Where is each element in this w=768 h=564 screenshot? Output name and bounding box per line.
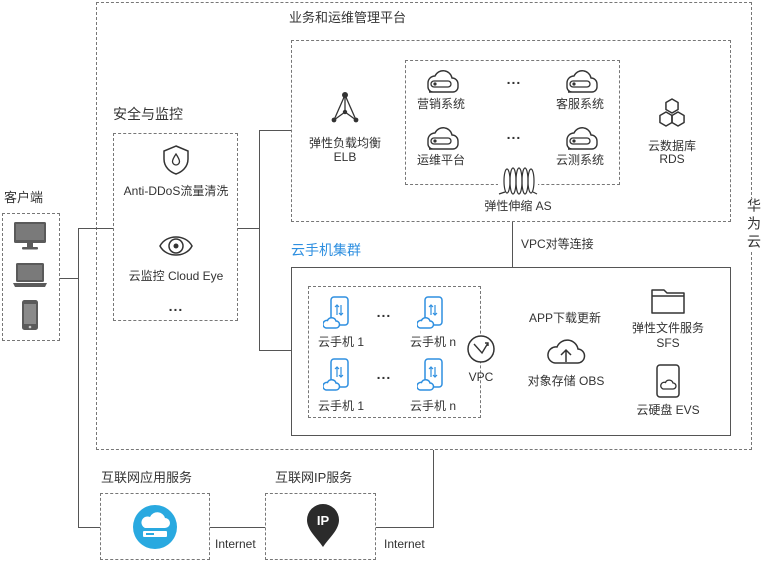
vpc-peering-line	[512, 222, 513, 267]
database-icon	[659, 98, 685, 127]
cloud-phone-icon	[417, 296, 443, 329]
cloud-eye-label: 云监控 Cloud Eye	[128, 269, 224, 283]
auto-scaling-icon	[498, 166, 538, 196]
vpc-label: VPC	[468, 370, 494, 384]
phone-label: 云手机 1	[317, 335, 364, 349]
phone-label: 云手机 1	[317, 399, 364, 413]
vpc-icon	[467, 335, 495, 363]
internet-label: Internet	[384, 537, 425, 551]
systems-more-2: ...	[506, 126, 522, 142]
connector-line	[60, 278, 78, 279]
platform-box	[291, 40, 731, 222]
phone-cluster-box	[291, 267, 731, 436]
phones-more-2: ...	[376, 366, 392, 382]
connector-line	[78, 228, 79, 528]
platform-title: 业务和运维管理平台	[289, 10, 407, 25]
load-balancer-icon	[331, 92, 359, 123]
internet-ip-service-title: 互联网IP服务	[275, 470, 353, 485]
security-box	[113, 133, 238, 321]
internet-app-service-box	[100, 493, 210, 560]
connector-line	[78, 527, 100, 528]
rds-abbr: RDS	[659, 152, 685, 166]
connector-line	[78, 228, 113, 229]
obs-label: 对象存储 OBS	[527, 374, 605, 388]
security-more: ...	[168, 298, 184, 314]
phone-cluster-title: 云手机集群	[291, 242, 361, 258]
client-box	[2, 213, 60, 341]
internet-line	[433, 450, 434, 528]
phones-more-1: ...	[376, 304, 392, 320]
system-icon	[566, 70, 598, 93]
cloud-phone-icon	[323, 296, 349, 329]
vpc-peering-label: VPC对等连接	[521, 237, 594, 251]
cloud-service-icon	[133, 505, 177, 549]
cloud-phone-icon	[323, 358, 349, 391]
elb-abbr: ELB	[333, 150, 357, 164]
laptop-icon	[13, 263, 47, 287]
ip-icon-text: IP	[317, 513, 330, 528]
system-icon	[427, 127, 459, 150]
internet-label: Internet	[215, 537, 256, 551]
app-update-label: APP下载更新	[528, 311, 601, 325]
elb-name: 弹性负载均衡	[308, 136, 381, 150]
security-title: 安全与监控	[113, 106, 183, 122]
internet-app-service-title: 互联网应用服务	[101, 470, 193, 485]
shield-icon	[163, 145, 189, 175]
internet-line	[376, 527, 433, 528]
location-pin-icon: IP	[307, 504, 339, 547]
phone-icon	[22, 300, 38, 330]
system-label-ops: 运维平台	[416, 153, 465, 167]
disk-icon	[656, 364, 680, 398]
eye-icon	[159, 236, 193, 256]
internet-ip-service-box	[265, 493, 376, 560]
cloud-phone-icon	[417, 358, 443, 391]
system-label-service: 客服系统	[555, 97, 604, 111]
system-icon	[427, 70, 459, 93]
connector-line	[259, 350, 291, 351]
client-title: 客户端	[4, 190, 44, 205]
system-label-test: 云测系统	[555, 153, 604, 167]
folder-icon	[651, 289, 685, 314]
connector-line	[259, 130, 291, 131]
internet-line	[210, 527, 265, 528]
evs-label: 云硬盘 EVS	[636, 403, 700, 417]
connector-line	[259, 130, 260, 351]
sfs-abbr: SFS	[656, 336, 680, 350]
monitor-icon	[14, 222, 46, 250]
phone-label: 云手机 n	[409, 335, 456, 349]
system-icon	[566, 127, 598, 150]
system-label-marketing: 营销系统	[416, 97, 465, 111]
as-label: 弹性伸缩 AS	[484, 199, 552, 213]
cloud-provider-label: 华为云	[745, 198, 763, 252]
anti-ddos-label: Anti-DDoS流量清洗	[123, 184, 229, 198]
connector-line	[238, 228, 259, 229]
sfs-name: 弹性文件服务	[631, 321, 704, 335]
phone-label: 云手机 n	[409, 399, 456, 413]
rds-name: 云数据库	[647, 139, 696, 153]
cloud-upload-icon	[547, 339, 586, 364]
systems-more-1: ...	[506, 71, 522, 87]
